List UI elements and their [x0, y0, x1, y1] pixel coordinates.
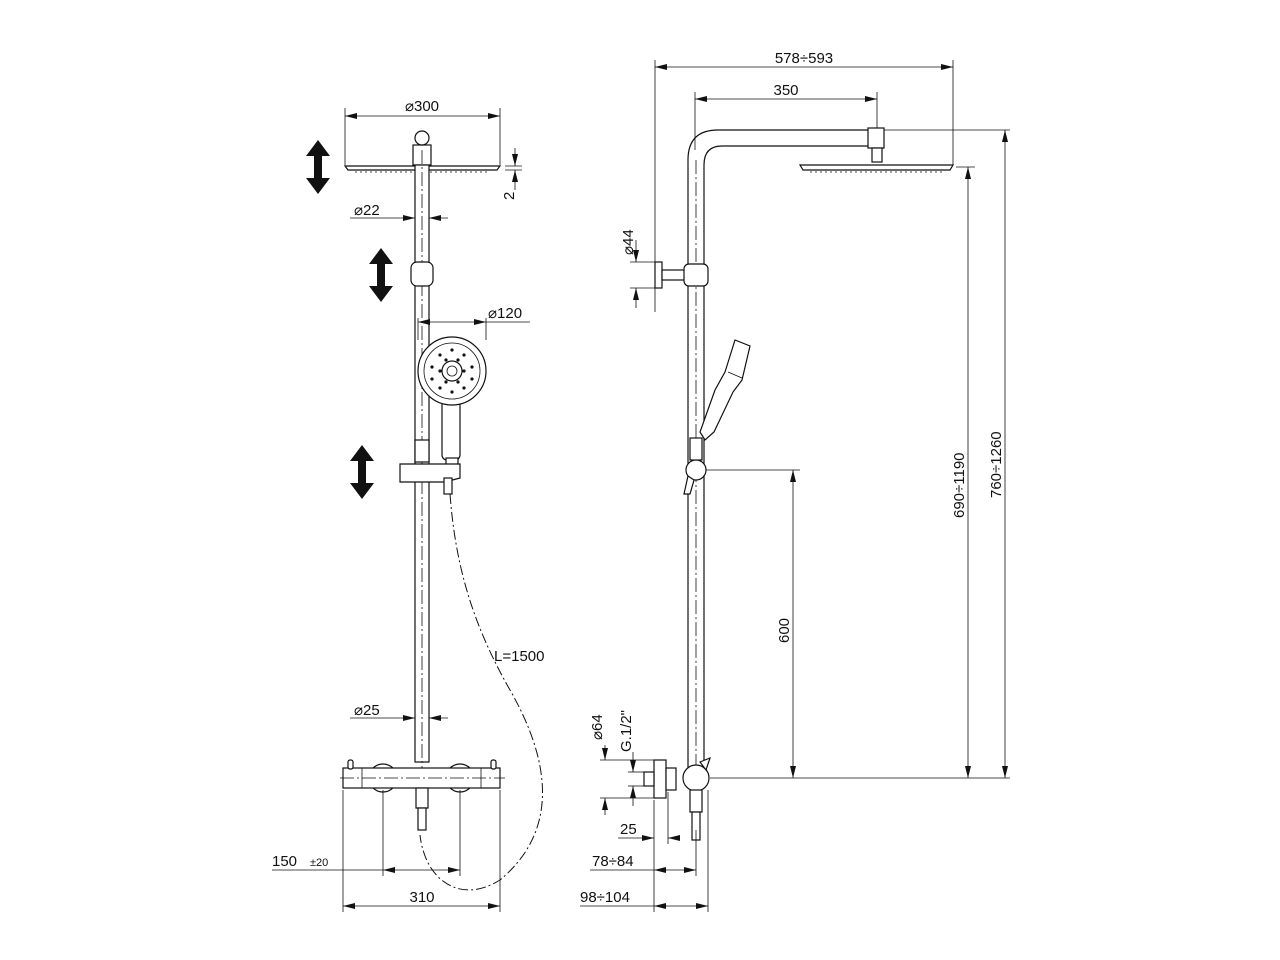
front-view: ⌀300 2 ⌀22 [272, 98, 544, 912]
hose [419, 493, 543, 891]
label-flange-depth: 25 [620, 821, 637, 838]
dim-total-height: 760÷1260 [988, 130, 1008, 778]
label-inlet-tolerance: ±20 [310, 857, 328, 869]
label-bracket-diameter: ⌀44 [620, 229, 637, 255]
dim-arm-diameter: ⌀22 [350, 202, 448, 221]
mixer-side [643, 756, 711, 841]
dim-bar-diameter: ⌀25 [350, 702, 448, 721]
adjust-arrow-icon [369, 248, 393, 302]
dim-flange-depth: 25 [618, 792, 680, 912]
label-arm-length: 350 [773, 82, 798, 99]
dim-head-diameter: ⌀300 [344, 98, 501, 165]
label-hose-length: L=1500 [494, 648, 544, 665]
label-thread: G.1/2" [618, 710, 635, 752]
adjust-arrow-icon [350, 445, 374, 499]
label-total-height: 760÷1260 [988, 431, 1005, 498]
label-handshower-diameter: ⌀120 [488, 305, 522, 322]
hand-shower-side [689, 339, 751, 461]
rain-shower-head-side [798, 164, 955, 171]
dim-head-thickness: 2 [501, 148, 522, 200]
dim-mixer-width: 310 [342, 790, 501, 912]
hand-shower-holder [399, 439, 461, 495]
dim-handshower-diameter: ⌀120 [417, 305, 530, 340]
dim-inlet-spacing: 150 ±20 [272, 790, 461, 876]
wall-bracket [654, 261, 709, 289]
label-head-height: 690÷1190 [951, 452, 968, 518]
label-inlet-spacing: 150 [272, 853, 297, 870]
dim-slider-height: 600 [776, 470, 796, 778]
side-view: 578÷593 350 ⌀44 [580, 50, 1010, 912]
label-bar-diameter: ⌀25 [354, 702, 380, 719]
dim-arm-length: 350 [694, 82, 878, 150]
dim-thread: G.1/2" [618, 710, 644, 806]
dim-head-height: 690÷1190 [951, 167, 971, 778]
label-head-diameter: ⌀300 [405, 98, 439, 115]
hand-shower [417, 336, 487, 469]
thermostatic-mixer [340, 759, 505, 831]
dim-wall-to-front: 98÷104 [580, 790, 709, 912]
label-mixer-width: 310 [409, 889, 434, 906]
label-wall-to-bar: 78÷84 [592, 853, 634, 870]
dim-wall-to-bar: 78÷84 [590, 830, 697, 876]
dim-bracket-diameter: ⌀44 [620, 229, 655, 308]
label-slider-height: 600 [776, 618, 793, 643]
label-wall-to-front: 98÷104 [580, 889, 630, 906]
label-total-reach: 578÷593 [775, 50, 833, 67]
slider-joint [410, 261, 434, 287]
riser-with-arm [687, 129, 870, 770]
adjust-arrow-icon [306, 140, 330, 194]
label-head-thickness: 2 [501, 192, 518, 200]
label-arm-diameter: ⌀22 [354, 202, 380, 219]
dim-flange-diameter: ⌀64 [589, 714, 654, 815]
label-flange-diameter: ⌀64 [589, 714, 606, 740]
